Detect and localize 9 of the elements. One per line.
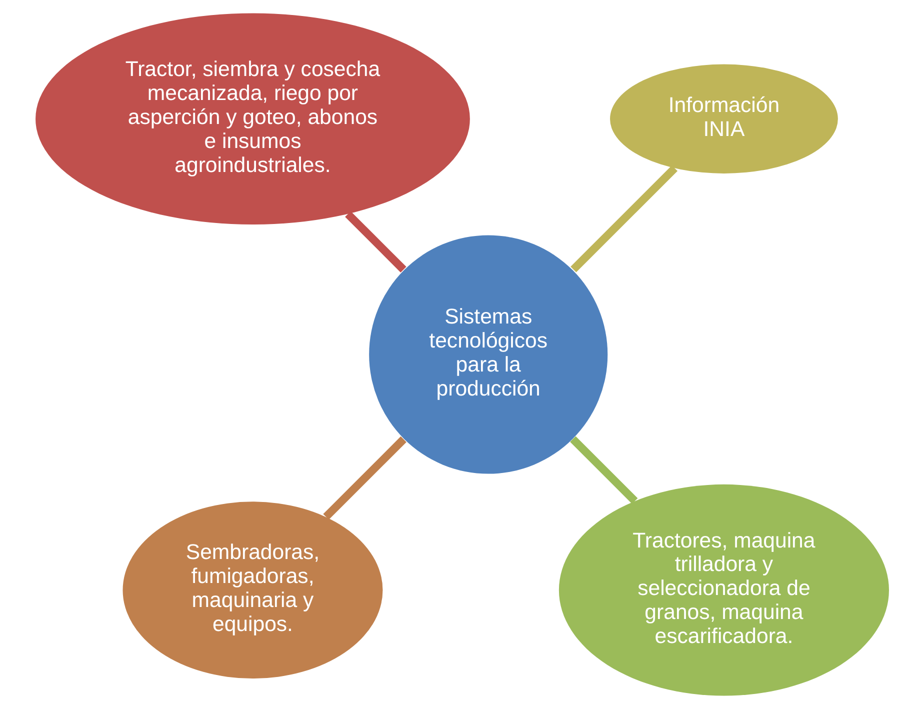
connector: [344, 211, 406, 272]
node-ellipse: Información INIA: [610, 64, 838, 174]
node-ellipse: Sembradoras, fumigadoras, maquinaria y equipos.: [122, 502, 382, 679]
connector: [322, 436, 406, 520]
node-ellipse: Tractor, siembra y cosecha mecanizada, riego por asperción y goteo, abonos e insumos agroindustriales.: [35, 13, 470, 225]
node-ellipse: Tractores, maquina trilladora y seleccionadora de granos, maquina escarificadora.: [558, 484, 888, 696]
node-circle: Sistemas tecnológicos para la producción: [368, 235, 608, 474]
connector: [570, 436, 638, 504]
connector: [570, 165, 677, 272]
